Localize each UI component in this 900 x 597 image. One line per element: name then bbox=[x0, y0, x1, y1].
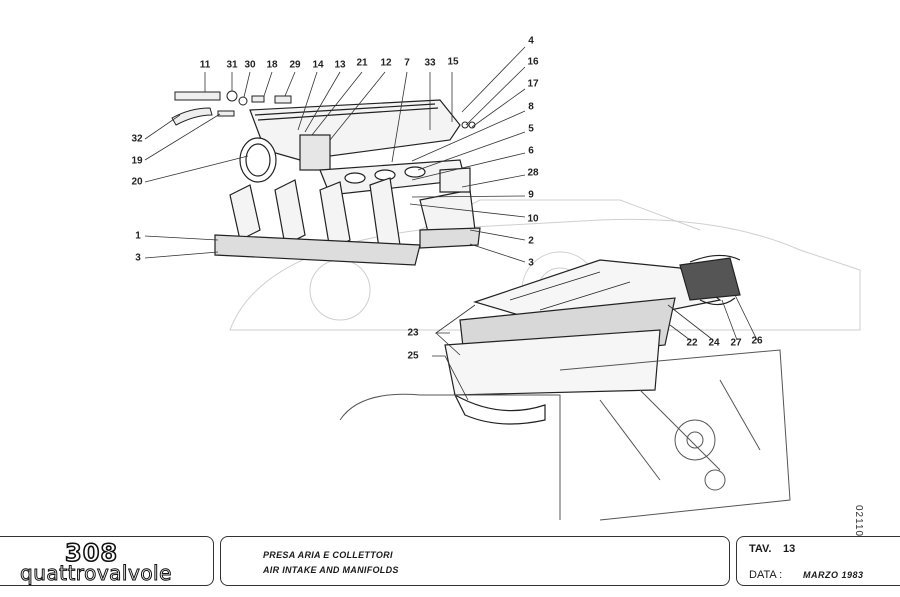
plate-title-panel: PRESA ARIA E COLLETTORI AIR INTAKE AND M… bbox=[220, 536, 730, 586]
callout-33: 33 bbox=[424, 57, 436, 69]
plate-title-italian: PRESA ARIA E COLLETTORI bbox=[263, 550, 393, 560]
callout-22: 22 bbox=[686, 337, 698, 349]
plate-number: 13 bbox=[783, 543, 796, 555]
callout-2: 2 bbox=[528, 235, 534, 247]
callout-27: 27 bbox=[730, 337, 742, 349]
model-logo-panel: 308 quattrovalvole bbox=[0, 536, 214, 586]
callout-30: 30 bbox=[244, 59, 256, 71]
date-value: MARZO 1983 bbox=[803, 570, 864, 580]
callout-25: 25 bbox=[407, 350, 419, 362]
callout-32: 32 bbox=[131, 133, 143, 145]
exploded-parts-diagram bbox=[144, 46, 861, 521]
callout-11: 11 bbox=[199, 59, 211, 71]
callout-20: 20 bbox=[131, 176, 143, 188]
callout-29: 29 bbox=[289, 59, 301, 71]
callout-26: 26 bbox=[751, 335, 763, 347]
plate-label: TAV. bbox=[749, 543, 772, 555]
plate-title-english: AIR INTAKE AND MANIFOLDS bbox=[263, 565, 399, 575]
callout-14: 14 bbox=[312, 59, 324, 71]
plate-info-panel: TAV. 13 DATA : MARZO 1983 bbox=[736, 536, 900, 586]
intake-manifold-assembly bbox=[214, 99, 481, 266]
callout-18: 18 bbox=[266, 59, 278, 71]
callout-leader-lines bbox=[144, 46, 758, 401]
callout-10: 10 bbox=[527, 213, 539, 225]
callout-23: 23 bbox=[407, 327, 419, 339]
callout-28: 28 bbox=[527, 167, 539, 179]
callout-5: 5 bbox=[528, 123, 534, 135]
callout-24: 24 bbox=[708, 337, 720, 349]
callout-4: 4 bbox=[528, 35, 534, 47]
engine-block-outline bbox=[339, 349, 791, 521]
callout-3-left: 3 bbox=[135, 252, 141, 264]
title-block: 308 quattrovalvole PRESA ARIA E COLLETTO… bbox=[0, 536, 900, 590]
callout-21: 21 bbox=[356, 57, 368, 69]
callout-9: 9 bbox=[528, 189, 534, 201]
callout-16: 16 bbox=[527, 56, 539, 68]
air-filter-assembly bbox=[444, 254, 741, 425]
callout-3-right: 3 bbox=[528, 257, 534, 269]
date-label: DATA : bbox=[749, 569, 783, 581]
callout-15: 15 bbox=[447, 56, 459, 68]
callout-31: 31 bbox=[226, 59, 238, 71]
callout-8: 8 bbox=[528, 101, 534, 113]
callout-7: 7 bbox=[404, 57, 410, 69]
callout-13: 13 bbox=[334, 59, 346, 71]
model-subtitle-logo: quattrovalvole bbox=[20, 561, 172, 586]
callout-12: 12 bbox=[380, 57, 392, 69]
callout-19: 19 bbox=[131, 155, 143, 167]
sheet-code: 02110 bbox=[853, 505, 864, 538]
callout-1: 1 bbox=[135, 230, 141, 242]
callout-6: 6 bbox=[528, 145, 534, 157]
callout-17: 17 bbox=[527, 78, 539, 90]
model-number-logo: 308 bbox=[64, 538, 119, 568]
